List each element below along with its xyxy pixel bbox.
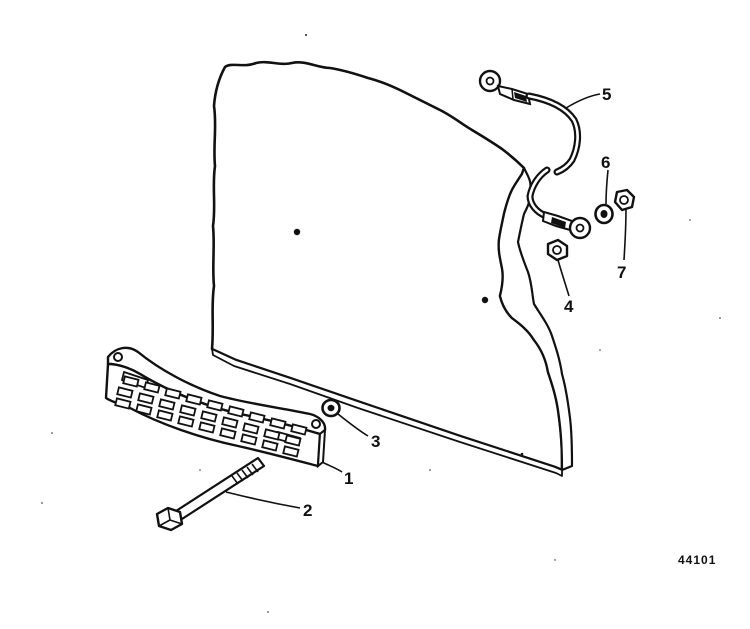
bolt-hole-upper	[293, 228, 301, 236]
slot-row-upper	[122, 375, 308, 436]
bolt-2	[155, 456, 266, 532]
slot-row-lower	[114, 397, 300, 458]
edge-dot	[520, 452, 524, 456]
transom-board	[210, 60, 574, 477]
callout-5: 5	[602, 85, 611, 104]
nut-7	[613, 188, 636, 212]
lock-washer-6	[594, 203, 614, 225]
leader-4	[557, 259, 570, 297]
slot-row-middle	[116, 386, 302, 447]
callout-6: 6	[601, 153, 610, 172]
board-edge	[497, 166, 574, 472]
callout-3: 3	[371, 432, 380, 451]
bolt-hole-lower	[481, 296, 489, 304]
leader-7	[623, 207, 627, 261]
nut-4	[546, 238, 569, 262]
callout-1: 1	[344, 469, 353, 488]
callout-7: 7	[617, 263, 626, 282]
leader-3	[337, 413, 369, 437]
callout-2: 2	[303, 501, 312, 520]
board-bottom-edge	[211, 348, 563, 477]
callout-4: 4	[564, 297, 574, 316]
figure-number: 44101	[678, 553, 716, 567]
leader-lines	[225, 93, 627, 509]
grille-plate-1	[104, 346, 327, 469]
washer-3	[321, 398, 341, 418]
leader-2	[225, 491, 301, 509]
leader-5	[565, 93, 601, 109]
leader-6	[605, 169, 609, 205]
ground-strap-5	[478, 69, 592, 240]
leader-1	[321, 461, 343, 473]
